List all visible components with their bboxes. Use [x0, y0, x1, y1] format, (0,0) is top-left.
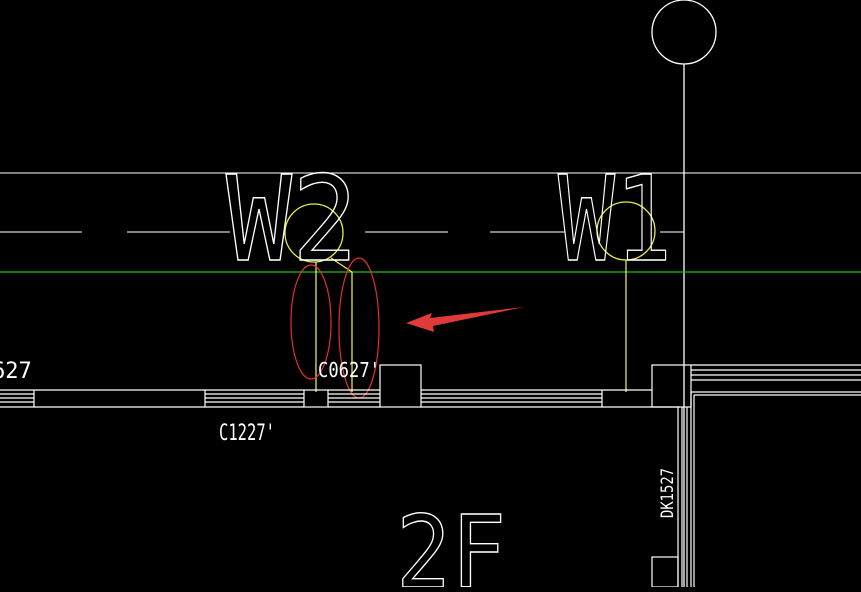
wall-segment: [0, 364, 861, 588]
label-window-c1227: C1227': [219, 421, 275, 446]
axis-bubble: [651, 0, 717, 587]
highlight-ellipse-left: [290, 264, 332, 380]
pipe-w2[interactable]: [284, 203, 353, 392]
label-floor: 2F: [396, 494, 506, 587]
label-door-dk1527: DK1527: [658, 468, 678, 518]
label-w1: W1: [558, 150, 672, 288]
label-w2: W2: [226, 150, 358, 288]
label-left-partial: 627: [0, 359, 32, 384]
pointer-arrow: [406, 307, 524, 332]
pipe-w1[interactable]: [596, 201, 656, 392]
label-window-c0627: C0627': [318, 358, 380, 382]
